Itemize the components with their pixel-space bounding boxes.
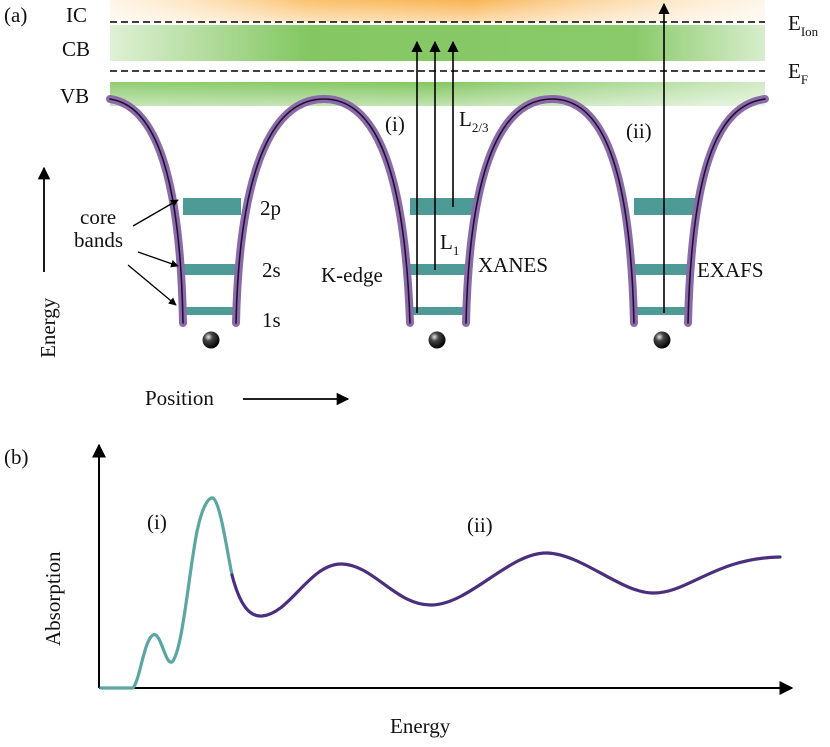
core-bands-pointer-1s xyxy=(127,264,177,306)
xanes-curve xyxy=(99,496,234,690)
xanes-label: XANES xyxy=(478,253,548,277)
energy-axis-label-a: Energy xyxy=(36,297,60,358)
core-bands-pointer-2p xyxy=(132,199,179,227)
l23-label: L2/3 xyxy=(459,107,488,135)
exafs-curve xyxy=(230,551,782,618)
region-ii-label-b: (ii) xyxy=(467,513,493,537)
e-f-label: EF xyxy=(788,59,808,87)
core-level-2s: 2s xyxy=(262,258,281,282)
region-i-label-b: (i) xyxy=(147,510,167,534)
valence-band xyxy=(110,82,765,106)
exafs-label: EXAFS xyxy=(697,258,764,282)
conduction-band xyxy=(110,25,765,61)
core-level-2p: 2p xyxy=(260,196,281,220)
core-bands-pointer-2s xyxy=(137,251,179,268)
ionization-continuum-band xyxy=(110,0,765,22)
core-bands-label-line1: core xyxy=(80,205,116,229)
nucleus-left xyxy=(202,331,220,349)
vb-label: VB xyxy=(60,84,89,108)
potential-wells xyxy=(106,94,769,327)
region-i-label-a: (i) xyxy=(385,112,405,136)
position-axis-label: Position xyxy=(145,386,214,410)
panel-a-tag: (a) xyxy=(4,3,27,27)
panel-b: (b) Absorption Energy (i) (ii) xyxy=(4,443,794,738)
core-level-1s: 1s xyxy=(262,308,281,332)
l1-label: L1 xyxy=(440,230,459,258)
ic-label: IC xyxy=(66,3,87,27)
absorption-axis-label: Absorption xyxy=(41,551,65,646)
k-edge-label: K-edge xyxy=(321,263,383,287)
panel-a: (a) IC CB VB EIon EF xyxy=(4,0,819,410)
core-bands-label-line2: bands xyxy=(74,228,123,252)
nucleus-center xyxy=(428,331,446,349)
region-ii-label-a: (ii) xyxy=(626,119,652,143)
e-ion-label: EIon xyxy=(788,11,819,39)
cb-label: CB xyxy=(62,37,90,61)
core-levels xyxy=(183,198,700,315)
energy-axis-label-b: Energy xyxy=(390,714,451,738)
panel-b-tag: (b) xyxy=(4,445,29,469)
nucleus-right xyxy=(653,331,671,349)
